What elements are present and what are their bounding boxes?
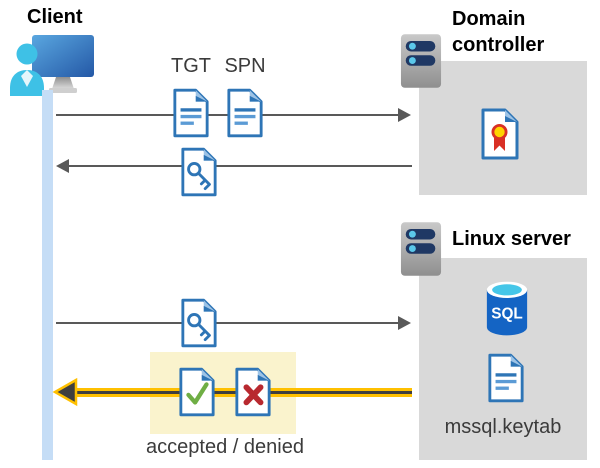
client-lifeline xyxy=(42,90,53,460)
key-file-icon xyxy=(181,298,217,348)
keytab-file-icon xyxy=(488,353,524,403)
tgt-file-icon xyxy=(173,88,209,138)
ticket-response-arrow-line xyxy=(68,165,412,167)
key-file-icon xyxy=(181,147,217,197)
ticket-response-arrowhead-icon xyxy=(56,159,69,173)
accepted-file-icon xyxy=(179,367,215,417)
spn-file-icon xyxy=(227,88,263,138)
linux-server-icon xyxy=(400,222,442,276)
denied-file-icon xyxy=(235,367,271,417)
sql-icon-label: SQL xyxy=(491,306,523,323)
client-computer-icon xyxy=(10,35,94,96)
domain-controller-server-icon xyxy=(400,34,442,88)
domain-controller-title: Domain controller xyxy=(452,8,545,56)
ticket-to-server-arrowhead-icon xyxy=(398,316,411,330)
tgt-label: TGT xyxy=(171,55,211,77)
result-arrowhead-icon xyxy=(52,377,78,407)
user-icon xyxy=(10,43,44,96)
ticket-to-server-arrow-line xyxy=(56,322,400,324)
certificate-file-icon xyxy=(481,108,519,160)
result-label: accepted / denied xyxy=(146,436,304,458)
client-title: Client xyxy=(27,6,83,28)
request-tgt-arrowhead-icon xyxy=(398,108,411,122)
spn-label: SPN xyxy=(224,55,266,77)
keytab-label: mssql.keytab xyxy=(444,416,562,438)
linux-server-title: Linux server xyxy=(452,228,571,250)
sql-database-icon: SQL xyxy=(486,281,528,336)
